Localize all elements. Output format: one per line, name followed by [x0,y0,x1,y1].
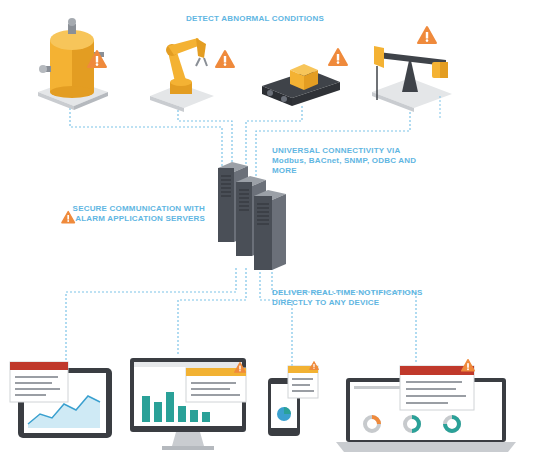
phone-illustration [310,362,319,370]
tablet-illustration [15,377,60,395]
conveyor-illustration [262,86,292,106]
server-rack-illustration [221,176,231,196]
conveyor-illustration [262,49,347,106]
dotted-wire [66,106,416,366]
monitor-illustration [154,402,162,422]
laptop-illustration [336,442,516,452]
monitor-illustration [130,358,246,450]
server-rack-illustration [254,190,286,270]
conveyor-illustration [281,96,287,102]
laptop-illustration [354,386,404,389]
robot-arm-illustration [168,38,201,55]
pumpjack-illustration [376,66,378,100]
laptop-illustration [405,417,419,431]
server-rack-illustration [257,204,269,224]
tablet-illustration [10,362,68,402]
laptop-illustration [445,417,459,431]
pumpjack-illustration [372,27,452,118]
section-heading: DELIVER REAL-TIME NOTIFICATIONS DIRECTLY… [272,288,454,308]
conveyor-illustration [290,70,304,90]
dotted-wire [272,268,416,364]
laptop-illustration [412,417,419,431]
monitor-illustration [235,363,246,373]
conveyor-illustration [329,49,347,65]
robot-arm-illustration [196,58,207,66]
dotted-wire [260,268,292,366]
dotted-wire [70,108,222,170]
monitor-illustration [190,410,198,422]
dotted-wire [178,106,232,172]
laptop-illustration [445,417,459,431]
laptop-illustration [462,360,475,371]
tank-illustration [39,65,47,73]
monitor-illustration [186,368,246,402]
conveyor-illustration [304,70,318,90]
robot-arm-illustration [196,38,206,58]
laptop-illustration [406,382,466,403]
monitor-illustration [178,406,186,422]
phone-illustration [277,407,291,421]
dotted-wire [66,268,236,362]
server-rack-illustration [218,168,234,242]
phone-illustration [292,379,314,391]
phone-illustration [284,407,291,414]
robot-arm-illustration [150,96,184,112]
conveyor-illustration [267,90,273,96]
monitor-illustration [172,432,204,446]
phone-illustration [288,366,318,398]
tablet-illustration [10,212,112,439]
pumpjack-illustration [440,96,441,118]
dotted-wire [178,268,246,356]
server-rack-illustration [221,176,269,224]
server-rack-illustration [236,182,252,256]
tablet-illustration [62,212,75,223]
laptop-illustration [400,366,474,410]
section-heading: UNIVERSAL CONNECTIVITY VIA Modbus, BACne… [272,146,418,176]
monitor-illustration [166,392,174,422]
server-rack-illustration [254,196,272,270]
section-heading: SECURE COMMUNICATION WITH ALARM APPLICAT… [72,204,205,224]
laptop-illustration [372,417,379,424]
pumpjack-illustration [372,92,414,112]
section-heading: DETECT ABNORMAL CONDITIONS [155,14,355,24]
server-rack-illustration [218,162,286,270]
monitor-illustration [142,396,150,422]
pumpjack-illustration [440,62,448,78]
server-rack-illustration [239,190,249,210]
pumpjack-illustration [374,46,384,68]
monitor-illustration [162,446,214,450]
pumpjack-illustration [432,62,448,78]
monitor-illustration [134,362,242,367]
pumpjack-illustration [418,27,436,43]
monitor-illustration [130,358,246,432]
tablet-illustration [10,362,68,370]
monitor-illustration [202,412,210,422]
laptop-illustration [336,360,516,452]
tank-illustration [88,51,106,67]
server-rack-illustration [272,194,286,270]
robot-arm-illustration [150,38,234,112]
monitor-illustration [191,383,240,395]
laptop-illustration [365,417,379,431]
tank-illustration [68,18,76,26]
tank-illustration [38,18,108,110]
tank-illustration [50,86,94,98]
robot-arm-illustration [216,51,234,67]
phone-illustration [268,362,319,437]
laptop-illustration [365,417,459,431]
